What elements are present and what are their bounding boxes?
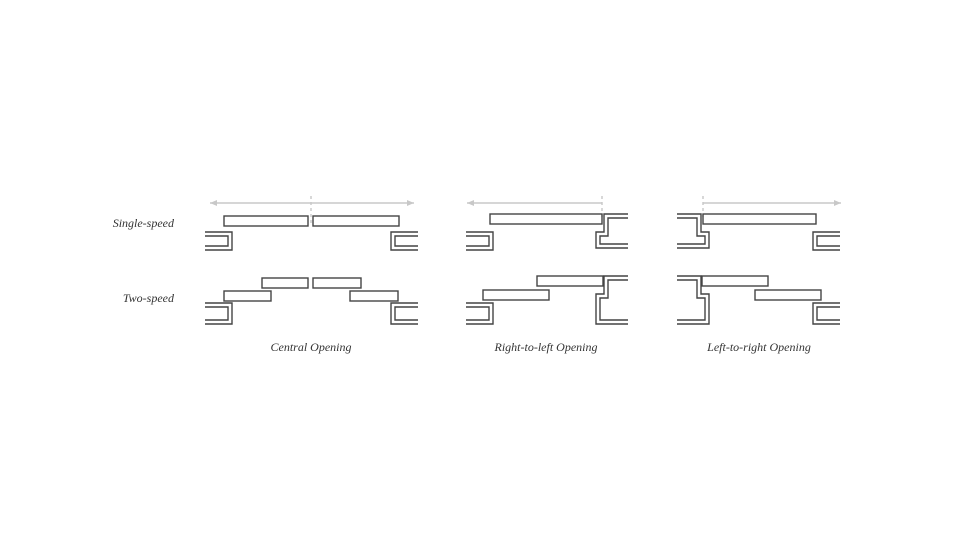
door-panel — [754, 289, 822, 301]
door-panel — [489, 213, 603, 225]
jamb-right — [599, 279, 628, 321]
row-label-single-speed: Single-speed — [112, 216, 174, 230]
row-label-two-speed: Two-speed — [122, 291, 174, 305]
central-single-speed-diagram — [205, 196, 418, 251]
jamb-left — [466, 235, 490, 247]
central-two-speed-diagram — [205, 277, 418, 325]
jamb-left — [677, 213, 710, 249]
jamb-left — [205, 231, 233, 251]
jamb-left — [466, 302, 494, 325]
jamb-left — [466, 231, 494, 251]
door-panel — [701, 275, 769, 287]
door-panel — [261, 277, 309, 289]
jamb-right — [595, 213, 628, 249]
door-panel — [312, 215, 400, 227]
right-to-left-single-speed-diagram — [466, 196, 628, 251]
jamb-right — [390, 302, 418, 325]
jamb-left — [677, 279, 706, 321]
jamb-left — [677, 275, 710, 325]
door-panel — [349, 290, 399, 302]
door-panel — [223, 215, 309, 227]
column-label-left-to-right-opening: Left-to-right Opening — [707, 340, 811, 354]
jamb-right — [394, 306, 418, 321]
jamb-right — [599, 217, 628, 245]
jamb-right — [390, 231, 418, 251]
right-to-left-two-speed-diagram — [466, 275, 628, 325]
jamb-left — [205, 302, 233, 325]
jamb-left — [466, 306, 490, 321]
jamb-right — [595, 275, 628, 325]
jamb-right — [394, 235, 418, 247]
jamb-right — [816, 235, 840, 247]
jamb-left — [677, 217, 706, 245]
door-panel — [482, 289, 550, 301]
column-label-right-to-left-opening: Right-to-left Opening — [494, 340, 598, 354]
door-panel — [223, 290, 272, 302]
jamb-left — [205, 235, 229, 247]
jamb-right — [812, 302, 840, 325]
door-panel — [702, 213, 817, 225]
left-to-right-two-speed-diagram — [677, 275, 840, 325]
left-to-right-single-speed-diagram — [677, 196, 841, 251]
door-panel — [536, 275, 604, 287]
jamb-right — [812, 231, 840, 251]
jamb-right — [816, 306, 840, 321]
column-label-central-opening: Central Opening — [270, 340, 352, 354]
door-panel — [312, 277, 362, 289]
jamb-left — [205, 306, 229, 321]
